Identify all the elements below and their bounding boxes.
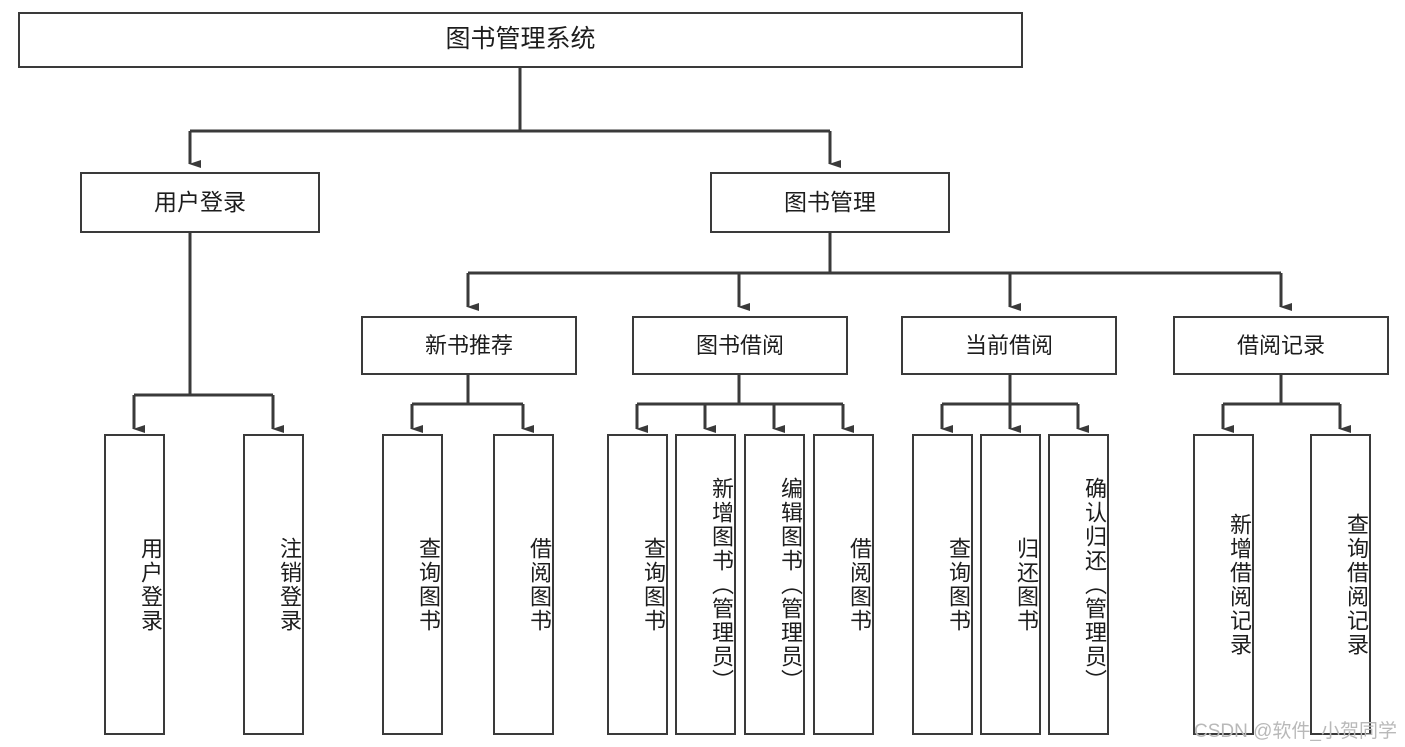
node-label: 新增借阅记录 — [1227, 512, 1252, 657]
node-label: 查询图书 — [416, 536, 441, 633]
node-label: 归还图书 — [1014, 536, 1039, 633]
leaf-new-book-query-book[interactable]: 查询图书 — [382, 434, 443, 735]
node-label: 借阅图书 — [847, 536, 872, 633]
node-label: 新增图书（管理员） — [709, 476, 734, 693]
node-user-login[interactable]: 用户登录 — [80, 172, 320, 233]
watermark-text: CSDN @软件_小贺同学 — [1194, 721, 1397, 742]
leaf-borrow-records-query-record[interactable]: 查询借阅记录 — [1310, 434, 1371, 735]
leaf-current-borrow-confirm-return-admin[interactable]: 确认归还（管理员） — [1048, 434, 1109, 735]
node-label: 图书管理 — [784, 188, 876, 215]
node-label: 图书借阅 — [695, 332, 784, 358]
leaf-book-borrow-edit-book-admin[interactable]: 编辑图书（管理员） — [744, 434, 805, 735]
node-label: 借阅图书 — [527, 536, 552, 633]
node-book-borrow[interactable]: 图书借阅 — [632, 316, 848, 375]
node-new-book-recommend[interactable]: 新书推荐 — [361, 316, 577, 375]
node-label: 用户登录 — [154, 188, 246, 215]
leaf-borrow-records-add-record[interactable]: 新增借阅记录 — [1193, 434, 1254, 735]
node-label: 新书推荐 — [424, 332, 513, 358]
node-label: 当前借阅 — [964, 332, 1053, 358]
node-label: 编辑图书（管理员） — [778, 476, 803, 693]
node-label: 确认归还（管理员） — [1082, 476, 1107, 693]
leaf-current-borrow-return-book[interactable]: 归还图书 — [980, 434, 1041, 735]
leaf-book-borrow-borrow-book[interactable]: 借阅图书 — [813, 434, 874, 735]
leaf-book-borrow-query-book[interactable]: 查询图书 — [607, 434, 668, 735]
node-label: 借阅记录 — [1236, 332, 1325, 358]
leaf-user-login-signin[interactable]: 用户登录 — [104, 434, 165, 735]
node-label: 查询借阅记录 — [1344, 512, 1369, 657]
node-book-management[interactable]: 图书管理 — [710, 172, 950, 233]
node-root-book-management-system[interactable]: 图书管理系统 — [18, 12, 1023, 68]
leaf-new-book-borrow-book[interactable]: 借阅图书 — [493, 434, 554, 735]
node-label: 图书管理系统 — [445, 25, 596, 54]
leaf-book-borrow-add-book-admin[interactable]: 新增图书（管理员） — [675, 434, 736, 735]
leaf-user-login-signout[interactable]: 注销登录 — [243, 434, 304, 735]
node-label: 用户登录 — [138, 536, 163, 633]
node-label: 注销登录 — [277, 536, 302, 633]
node-current-borrow[interactable]: 当前借阅 — [901, 316, 1117, 375]
leaf-current-borrow-query-book[interactable]: 查询图书 — [912, 434, 973, 735]
node-label: 查询图书 — [946, 536, 971, 633]
node-borrow-records[interactable]: 借阅记录 — [1173, 316, 1389, 375]
node-label: 查询图书 — [641, 536, 666, 633]
